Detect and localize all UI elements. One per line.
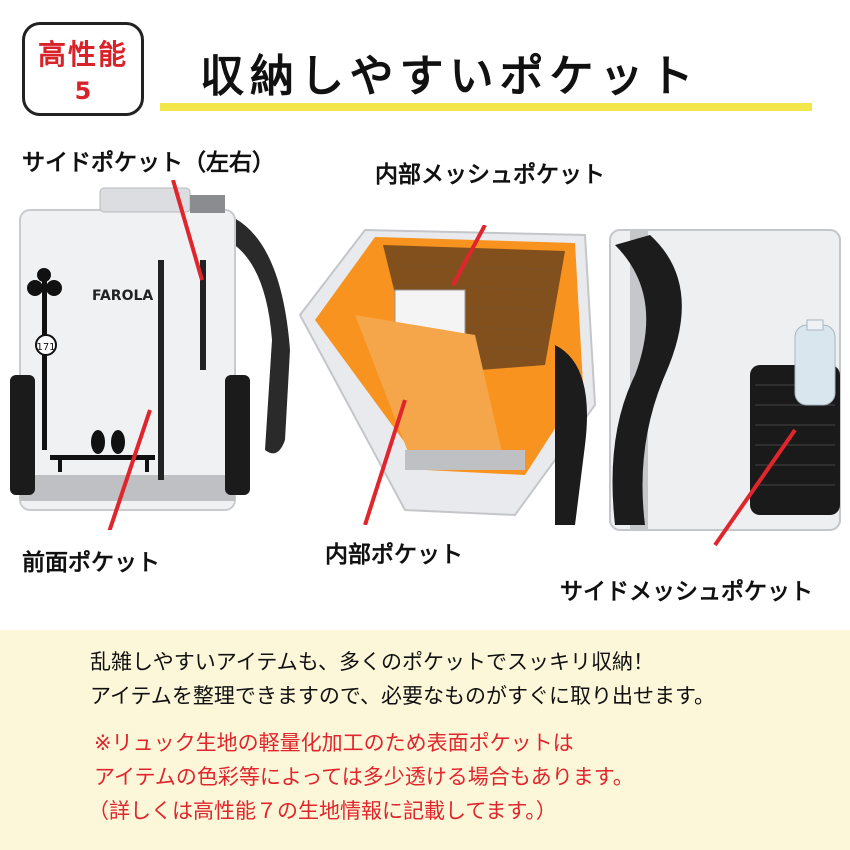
label-front-pocket: 前面ポケット [22, 550, 160, 576]
badge-label: 高性能 [37, 38, 128, 71]
label-side-mesh: サイドメッシュポケット [560, 579, 813, 605]
page-title: 収納しやすいポケット [200, 51, 700, 102]
backpack-interior-photo [295, 225, 600, 525]
note-line-2: アイテムの色彩等によっては多少透ける場合もあります。 [94, 765, 634, 789]
description-line-2: アイテムを整理できますので、必要なものがすぐに取り出せます。 [90, 684, 715, 708]
sign-number: 171 [36, 342, 55, 353]
feature-badge: 高性能 5 [22, 22, 144, 116]
note-line-3: （詳しくは高性能７の生地情報に記載してます。） [88, 799, 557, 823]
backpack-front-photo: 171 FAROLA [10, 180, 300, 530]
description-line-1: 乱雑しやすいアイテムも、多くのポケットでスッキリ収納！ [90, 650, 655, 674]
badge-number: 5 [74, 77, 92, 105]
description-panel [0, 630, 850, 850]
brand-logo: FAROLA [92, 288, 153, 304]
backpack-side-mesh-photo [555, 225, 850, 555]
label-inner-mesh: 内部メッシュポケット [375, 162, 605, 188]
note-line-1: ※リュック生地の軽量化加工のため表面ポケットは [94, 731, 574, 755]
title-underline [160, 103, 812, 111]
label-inner-pocket: 内部ポケット [325, 542, 463, 568]
label-side-pocket: サイドポケット（左右） [22, 150, 275, 176]
